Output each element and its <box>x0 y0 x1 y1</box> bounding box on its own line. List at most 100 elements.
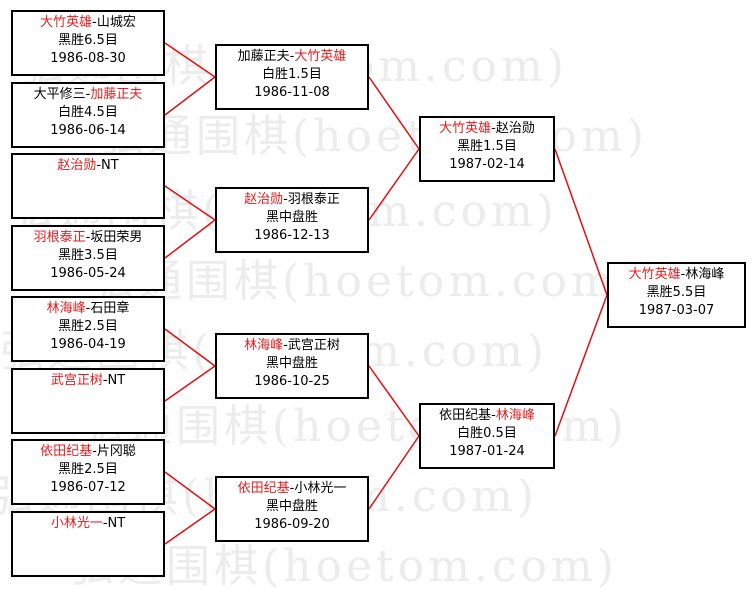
connector-line-r2-4-to-r3-2 <box>368 435 420 510</box>
match-date: 1986-08-30 <box>50 51 126 66</box>
winner-name: 依田纪基 <box>237 481 290 496</box>
connector-line-r2-3-to-r3-2 <box>368 365 420 437</box>
player-name: -坂田荣男 <box>85 230 143 245</box>
match-date: 1986-09-20 <box>254 517 330 532</box>
winner-name: 大竹英雄 <box>628 267 681 282</box>
player-name: -赵治勋 <box>491 121 535 136</box>
match-players: 小林光一-NT <box>13 515 163 533</box>
player-name: -武宫正树 <box>283 338 340 353</box>
winner-name: 依田纪基 <box>40 444 93 459</box>
match-players: 大平修三-加藤正夫 <box>13 86 163 104</box>
match-result: 白胜0.5目 <box>457 426 517 441</box>
match-result: 黑胜5.5目 <box>646 285 707 300</box>
connector-line-r1-4-to-r2-2 <box>164 219 216 259</box>
player-name: -羽根泰正 <box>283 192 340 207</box>
winner-name: 赵治勋 <box>244 192 284 207</box>
match-date: 1987-03-07 <box>638 303 715 318</box>
player-name: 大平修三- <box>33 87 91 102</box>
match-date: 1986-05-24 <box>50 266 126 281</box>
match-result: 黑胜6.5目 <box>58 33 118 48</box>
player-name: -NT <box>102 516 126 531</box>
match-players: 林海峰-武宫正树 <box>217 337 367 355</box>
player-name: -林海峰 <box>680 267 725 282</box>
match-result: 黑中盘胜 <box>265 499 318 514</box>
match-box-r1-8: 小林光一-NT <box>11 511 165 577</box>
connector-line-r1-7-to-r2-4 <box>164 471 216 510</box>
connector-line-r3-2-to-final <box>554 294 608 437</box>
match-result: 黑胜3.5目 <box>58 248 118 263</box>
match-date: 1986-04-19 <box>50 337 126 352</box>
winner-name: 加藤正夫 <box>90 87 143 102</box>
match-box-r1-3: 赵治勋-NT <box>11 153 165 219</box>
match-players: 羽根泰正-坂田荣男 <box>13 229 163 247</box>
match-result: 白胜1.5目 <box>262 67 322 82</box>
match-result: 白胜4.5目 <box>58 105 118 120</box>
connector-line-r2-2-to-r3-1 <box>368 148 420 221</box>
winner-name: 赵治勋 <box>57 158 97 173</box>
player-name: -石田章 <box>85 301 130 316</box>
match-box-r1-6: 武宫正树-NT <box>11 368 165 434</box>
winner-name: 羽根泰正 <box>33 230 86 245</box>
connector-line-r1-2-to-r2-1 <box>164 76 216 116</box>
winner-name: 大竹英雄 <box>40 15 93 30</box>
player-name: -NT <box>96 158 119 173</box>
connector-line-r1-1-to-r2-1 <box>164 42 216 78</box>
match-players: 赵治勋-NT <box>13 157 163 175</box>
match-date: 1986-11-08 <box>254 85 330 100</box>
winner-name: 小林光一 <box>50 516 103 531</box>
match-players: 大竹英雄-林海峰 <box>609 266 744 284</box>
winner-name: 林海峰 <box>244 338 284 353</box>
match-date: 1986-12-13 <box>254 228 330 243</box>
winner-name: 林海峰 <box>46 301 86 316</box>
connector-line-r1-8-to-r2-4 <box>164 508 216 545</box>
match-players: 大竹英雄-山城宏 <box>13 14 163 32</box>
match-date: 1987-01-24 <box>449 444 525 459</box>
winner-name: 武宫正树 <box>50 373 103 388</box>
connector-line-r2-1-to-r3-1 <box>368 76 420 150</box>
match-date: 1986-07-12 <box>50 480 126 495</box>
match-result: 黑胜2.5目 <box>58 319 118 334</box>
winner-name: 大竹英雄 <box>439 121 492 136</box>
connector-line-r3-1-to-final <box>554 148 608 296</box>
match-players: 武宫正树-NT <box>13 372 163 390</box>
match-players: 依田纪基-小林光一 <box>217 480 367 498</box>
match-date: 1986-10-25 <box>254 374 330 389</box>
connector-line-r1-3-to-r2-2 <box>164 185 216 221</box>
winner-name: 林海峰 <box>495 408 535 423</box>
match-result: 黑中盘胜 <box>265 356 318 371</box>
match-players: 林海峰-石田章 <box>13 300 163 318</box>
player-name: -片冈聪 <box>92 444 136 459</box>
player-name: -山城宏 <box>92 15 136 30</box>
match-players: 依田纪基-片冈聪 <box>13 443 163 461</box>
match-result: 黑胜1.5目 <box>457 139 517 154</box>
match-date: 1986-06-14 <box>50 123 126 138</box>
connector-line-r1-6-to-r2-3 <box>164 365 216 402</box>
match-players: 依田纪基-林海峰 <box>421 407 553 425</box>
player-name: 依田纪基- <box>439 408 496 423</box>
match-result: 黑中盘胜 <box>265 210 318 225</box>
match-result: 黑胜2.5目 <box>58 462 118 477</box>
player-name: 加藤正夫- <box>237 49 295 64</box>
connector-line-r1-5-to-r2-3 <box>164 328 216 367</box>
match-players: 加藤正夫-大竹英雄 <box>217 48 367 66</box>
match-players: 大竹英雄-赵治勋 <box>421 120 553 138</box>
player-name: -小林光一 <box>289 481 347 496</box>
match-date: 1987-02-14 <box>449 157 525 172</box>
player-name: -NT <box>102 373 126 388</box>
match-players: 赵治勋-羽根泰正 <box>217 191 367 209</box>
winner-name: 大竹英雄 <box>294 49 347 64</box>
